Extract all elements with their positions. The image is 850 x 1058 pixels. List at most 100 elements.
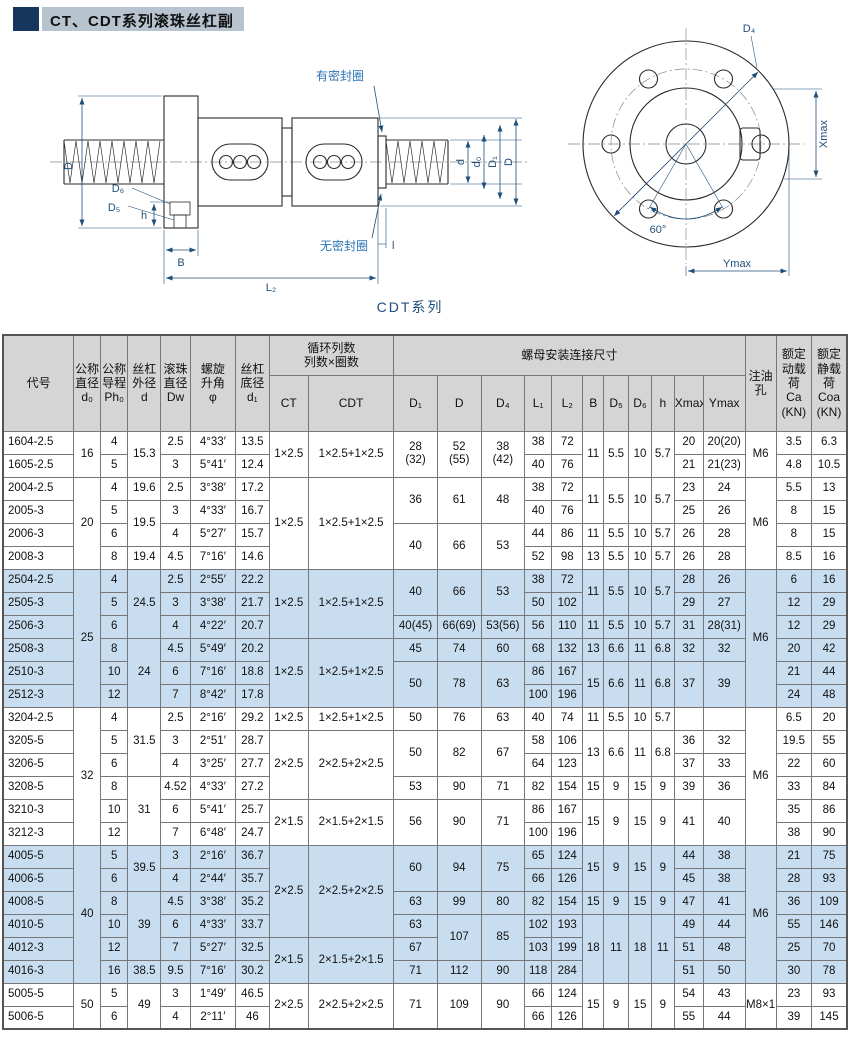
data-cell: 22.2 (235, 568, 270, 593)
data-cell: 2°11′ (189, 1005, 237, 1030)
column-header: 代号 (2, 334, 75, 432)
data-cell: 98 (551, 545, 584, 570)
data-cell: 124 (551, 844, 584, 869)
data-cell: 145 (811, 1005, 848, 1030)
data-cell: 4 (100, 476, 129, 501)
data-cell: 4 (160, 614, 191, 639)
data-cell: 35.7 (235, 867, 270, 892)
data-cell: 15 (582, 660, 605, 708)
data-cell: 3 (160, 453, 191, 478)
code-cell: 4016-3 (2, 959, 75, 984)
data-cell: 196 (551, 821, 584, 846)
data-cell: 2°55′ (189, 568, 237, 593)
data-cell: 40(45) (393, 614, 438, 639)
data-cell: 6 (160, 913, 191, 938)
column-header: 螺旋 升角 φ (189, 334, 237, 432)
data-cell: 38 (702, 844, 746, 869)
data-cell: 5.7 (650, 545, 675, 570)
data-cell: 82 (436, 729, 482, 777)
data-cell: 9 (603, 844, 630, 892)
data-cell: 58 (524, 729, 553, 754)
data-cell: 6.6 (603, 637, 630, 662)
data-cell: 4.8 (775, 453, 813, 478)
data-cell: 8 (775, 522, 813, 547)
data-cell: 19.6 (127, 476, 162, 501)
data-cell: 20.2 (235, 637, 270, 662)
data-cell: 27.7 (235, 752, 270, 777)
data-cell: 85 (480, 913, 526, 961)
dim-label-h: h (141, 210, 147, 222)
dim-label-Xmax: Xmax (818, 119, 830, 148)
data-cell: 5.5 (603, 545, 630, 570)
data-cell: 40 (393, 522, 438, 570)
data-cell: 28 (775, 867, 813, 892)
data-cell: M6 (744, 476, 777, 570)
data-cell: 38 (524, 568, 553, 593)
data-cell: 15 (811, 499, 848, 524)
data-cell: 44 (673, 844, 704, 869)
code-cell: 4008-5 (2, 890, 75, 915)
data-cell: 39 (127, 890, 162, 961)
data-cell (702, 706, 746, 731)
data-cell: 5°41′ (189, 453, 237, 478)
data-cell: 41 (702, 890, 746, 915)
data-cell: 2×1.5+2×1.5 (307, 936, 395, 984)
data-cell: 1×2.5+1×2.5 (307, 476, 395, 570)
data-cell: 10 (628, 522, 652, 547)
data-cell: 78 (436, 660, 482, 708)
data-cell: 71 (480, 798, 526, 846)
data-cell: 10 (628, 706, 652, 731)
data-cell: 40 (524, 453, 553, 478)
column-header: h (650, 374, 675, 432)
data-cell: 9 (603, 890, 630, 915)
data-cell: 2°44′ (189, 867, 237, 892)
column-header: CDT (307, 374, 395, 432)
data-cell: 9 (650, 798, 675, 846)
data-cell: 6.6 (603, 660, 630, 708)
data-cell: 33 (775, 775, 813, 800)
data-cell: 5.7 (650, 476, 675, 524)
data-cell: 64 (524, 752, 553, 777)
data-cell: 126 (551, 867, 584, 892)
data-cell: 20 (811, 706, 848, 731)
data-cell: 18.8 (235, 660, 270, 685)
data-cell: 36 (702, 775, 746, 800)
data-cell: 9 (650, 982, 675, 1030)
data-cell: 48 (702, 936, 746, 961)
data-cell: 2°16′ (189, 706, 237, 731)
data-cell: 5.5 (775, 476, 813, 501)
data-cell: 25 (673, 499, 704, 524)
data-cell: 29 (811, 591, 848, 616)
data-cell: 46.5 (235, 982, 270, 1007)
code-cell: 3212-3 (2, 821, 75, 846)
data-cell: 38 (775, 821, 813, 846)
data-cell: 63 (393, 913, 438, 938)
data-cell: 3 (160, 499, 191, 524)
data-cell: 25 (775, 936, 813, 961)
data-cell: 40 (702, 798, 746, 846)
data-cell (673, 706, 704, 731)
data-cell: 31 (127, 775, 162, 846)
data-cell: 196 (551, 683, 584, 708)
data-cell: 110 (551, 614, 584, 639)
dimension-lines (78, 85, 522, 284)
column-header: 额定 动载 荷 Ca (KN) (775, 334, 813, 432)
data-cell: 32 (702, 637, 746, 662)
data-cell: 76 (551, 499, 584, 524)
data-cell: 6 (160, 660, 191, 685)
data-cell: 15.3 (127, 430, 162, 478)
data-cell: 8 (100, 775, 129, 800)
data-cell: 36 (673, 729, 704, 754)
data-cell: 13.5 (235, 430, 270, 455)
data-cell: 124 (551, 982, 584, 1007)
data-cell: 50 (73, 982, 102, 1030)
